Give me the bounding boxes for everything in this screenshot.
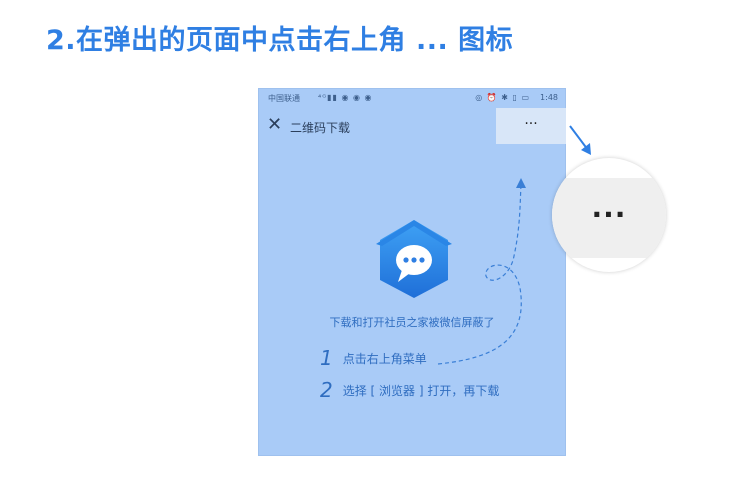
page-title: 二维码下载: [290, 121, 351, 135]
phone-screenshot: 中国联通 ⁴ᴳ▮▮ ◉ ◉ ◉ ◎ ⏰ ✱ ▯ ▭ 1:48 ✕ 二维码下载 ·…: [258, 88, 566, 456]
step-text: 选择 [ 浏览器 ] 打开，再下载: [342, 384, 500, 398]
status-bar: 中国联通 ⁴ᴳ▮▮ ◉ ◉ ◉ ◎ ⏰ ✱ ▯ ▭ 1:48: [258, 88, 566, 108]
more-menu-zoom-label: ···: [591, 198, 627, 231]
pointer-arrow-icon: [569, 125, 591, 155]
more-menu-button[interactable]: ···: [496, 108, 566, 144]
blocked-message: 下载和打开社员之家被微信屏蔽了: [329, 316, 495, 329]
nav-bar: ✕ 二维码下载 ···: [258, 108, 566, 144]
zoom-band: [552, 178, 666, 258]
instruction-heading: 2.在弹出的页面中点击右上角 ... 图标: [46, 25, 514, 56]
carrier-label: 中国联通: [268, 94, 300, 103]
app-logo-icon: [376, 220, 452, 298]
step-2: 2 选择 [ 浏览器 ] 打开，再下载: [320, 378, 499, 402]
close-icon[interactable]: ✕: [267, 114, 283, 135]
clock-label: 1:48: [540, 93, 558, 102]
step-number: 1: [320, 346, 333, 370]
signal-icon: ⁴ᴳ▮▮ ◉ ◉ ◉: [318, 93, 373, 102]
step-text: 点击右上角菜单: [342, 352, 427, 366]
dashed-arrow-path: [437, 178, 526, 365]
zoomed-menu-callout: ···: [552, 158, 666, 272]
battery-icon: ◎ ⏰ ✱ ▯ ▭: [475, 93, 530, 102]
step-number: 2: [320, 378, 333, 402]
step-1: 1 点击右上角菜单: [320, 346, 427, 370]
